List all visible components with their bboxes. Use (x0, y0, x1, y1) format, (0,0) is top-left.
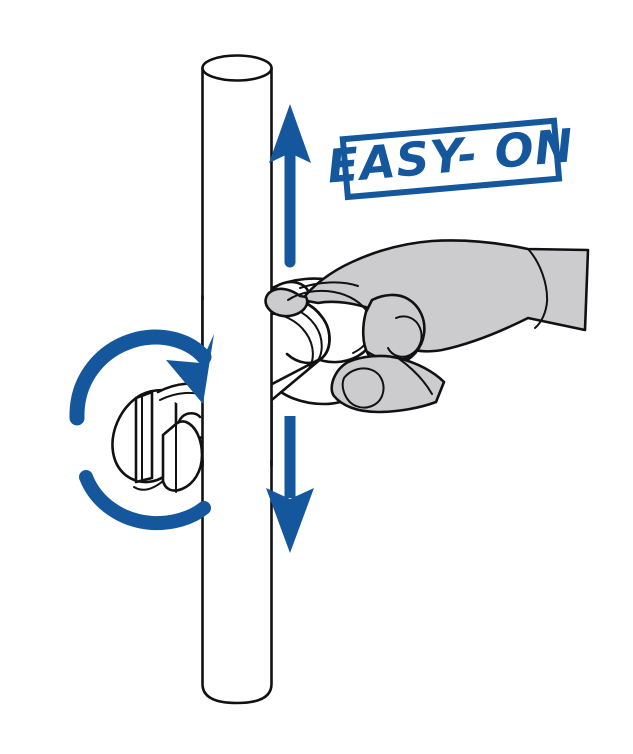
ring-finger (330, 354, 446, 414)
annotation-arrows (69, 104, 314, 553)
rotate-arc-upper (69, 329, 212, 426)
rotate-arc-arrowhead (166, 334, 214, 404)
down-arrow-head (266, 488, 314, 553)
cradle-flange (134, 390, 154, 484)
easy-on-callout: EASY- ON (325, 117, 576, 201)
bar-foreground-segment (201, 294, 273, 468)
bar-front-mask (202, 300, 272, 460)
rotate-arc-arrow (69, 329, 214, 426)
callout-border (339, 117, 563, 201)
rotate-arc-lower-path (79, 470, 211, 531)
slide-up-arrow (269, 104, 311, 268)
up-arrow-head (269, 104, 311, 163)
middle-finger-knuckle (361, 293, 426, 367)
middle-finger-nail (387, 315, 423, 358)
ring-finger-nail (341, 367, 385, 409)
rotate-arc-lower (79, 470, 211, 531)
ring-finger-side-crease (397, 357, 433, 395)
cradle-lip-underside (133, 480, 164, 491)
slide-down-arrow (266, 416, 314, 553)
index-finger-top-edge (299, 281, 359, 289)
wrist-crease (527, 248, 549, 329)
gripping-hand (264, 239, 590, 414)
bar-top-ellipse (201, 54, 273, 82)
cradle-lower-lip (161, 420, 204, 492)
index-finger-lower-edge (287, 289, 369, 314)
